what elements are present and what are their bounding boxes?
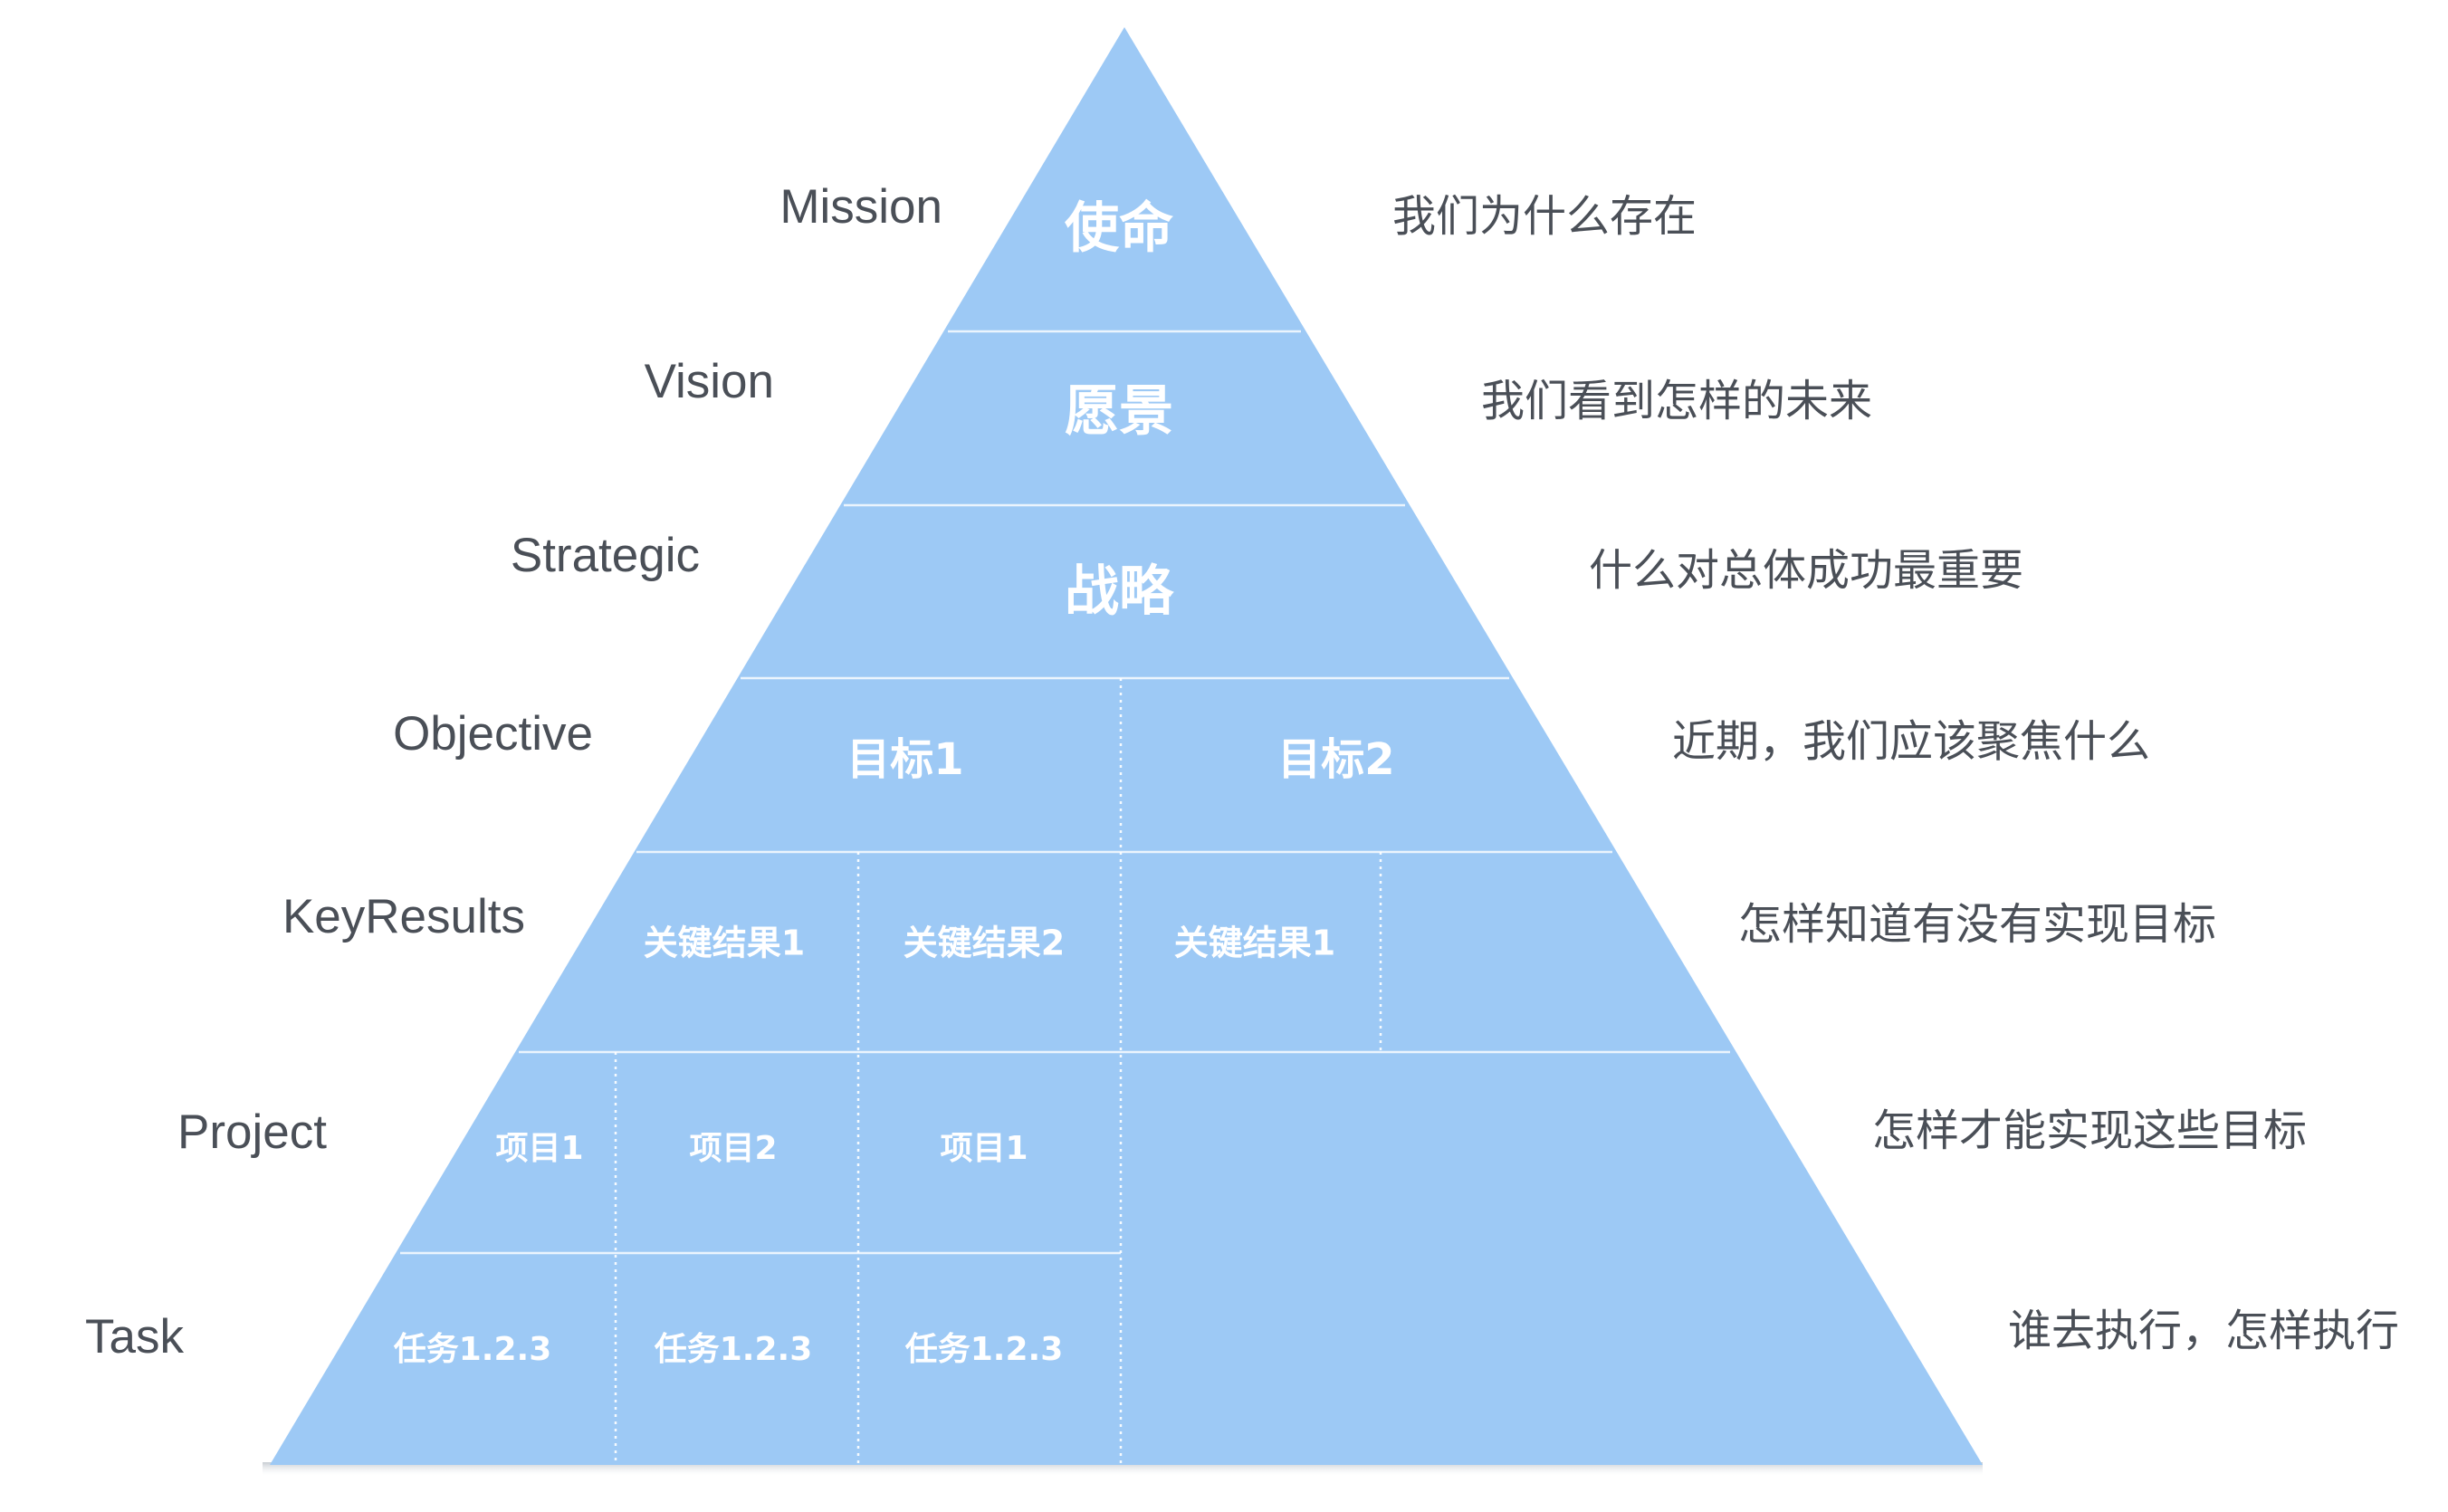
pyramid-base-shadow bbox=[263, 1462, 1983, 1477]
cell-objective-2: 目标2 bbox=[1277, 734, 1394, 785]
cell-objective-1: 目标1 bbox=[846, 734, 963, 785]
cell-task-1: 任务1.2.3 bbox=[394, 1331, 552, 1368]
desc-task: 谁去执行，怎样执行 bbox=[2008, 1306, 2399, 1356]
label-task: Task bbox=[85, 1310, 184, 1364]
desc-strategic: 什么对总体成功最重要 bbox=[1589, 545, 2023, 596]
label-strategic: Strategic bbox=[511, 529, 700, 582]
cell-strategy: 战略 bbox=[1065, 560, 1174, 624]
cell-vision: 愿景 bbox=[1065, 380, 1173, 444]
cell-project-1: 项目1 bbox=[495, 1130, 583, 1167]
cell-task-3: 任务1.2.3 bbox=[905, 1331, 1064, 1368]
level-descriptions-zh: 我们为什么存在 我们看到怎样的未来 什么对总体成功最重要 近期，我们应该聚焦什么… bbox=[1392, 191, 2399, 1356]
pyramid-body bbox=[270, 27, 1983, 1465]
desc-objective: 近期，我们应该聚焦什么 bbox=[1672, 716, 2150, 767]
label-mission: Mission bbox=[779, 180, 942, 234]
label-project: Project bbox=[177, 1105, 327, 1159]
cell-mission: 使命 bbox=[1065, 197, 1173, 261]
desc-mission: 我们为什么存在 bbox=[1392, 191, 1697, 242]
cell-key-result-2: 关键结果2 bbox=[904, 923, 1065, 963]
desc-vision: 我们看到怎样的未来 bbox=[1481, 376, 1872, 426]
desc-keyresults: 怎样知道有没有实现目标 bbox=[1738, 899, 2216, 950]
label-objective: Objective bbox=[393, 707, 593, 761]
cell-task-2: 任务1.2.3 bbox=[655, 1331, 813, 1368]
level-dividers bbox=[400, 330, 1730, 1255]
cell-project-2: 项目2 bbox=[689, 1130, 777, 1167]
pyramid-cells: 使命 愿景 战略 目标1 目标2 关键结果1 关键结果2 关键结果1 项目1 项… bbox=[394, 197, 1395, 1368]
level-labels-en: Mission Vision Strategic Objective KeyRe… bbox=[85, 180, 942, 1364]
label-vision: Vision bbox=[645, 355, 774, 408]
cell-dividers bbox=[614, 678, 1382, 1465]
desc-project: 怎样才能实现这些目标 bbox=[1872, 1105, 2307, 1156]
cell-project-3: 项目1 bbox=[940, 1130, 1028, 1167]
cell-key-result-3: 关键结果1 bbox=[1174, 923, 1335, 963]
label-keyresults: KeyResults bbox=[282, 890, 525, 943]
cell-key-result-1: 关键结果1 bbox=[644, 923, 805, 963]
